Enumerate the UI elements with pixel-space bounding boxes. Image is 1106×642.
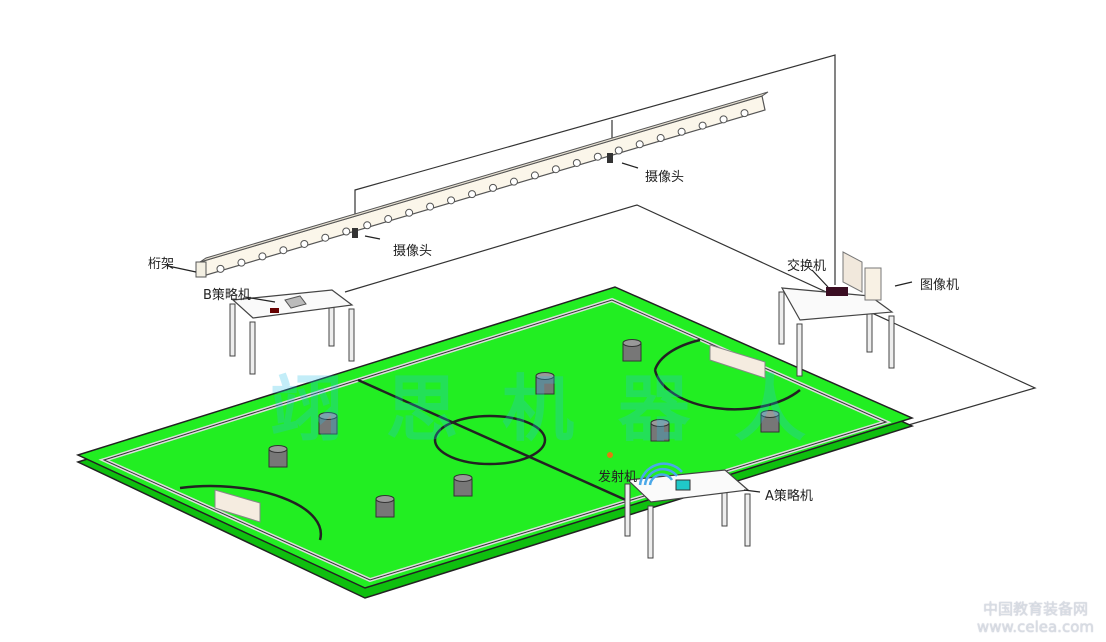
truss-light (509, 177, 518, 186)
halfway-line (357, 378, 629, 503)
laptop-a (675, 479, 691, 491)
truss-light (551, 165, 560, 174)
label-switch: 交换机 (787, 259, 827, 274)
truss-light (279, 246, 288, 255)
truss-light (405, 208, 414, 217)
left-goal-area (179, 484, 323, 541)
robot (650, 419, 670, 442)
truss-light (258, 252, 267, 261)
label-transmitter: 发射机 (598, 470, 638, 485)
truss-light (216, 264, 225, 273)
device-b (270, 308, 279, 313)
ball (607, 452, 613, 458)
truss-light (530, 171, 539, 180)
truss-light (698, 121, 707, 130)
monitor (842, 251, 863, 293)
truss-light (656, 134, 665, 143)
truss-beam (195, 91, 769, 278)
right-goal-area (653, 338, 801, 411)
label-arrows (167, 162, 913, 493)
label-image-pc: 图像机 (920, 278, 960, 293)
camera-2 (607, 153, 613, 163)
truss-light (593, 152, 602, 161)
robot (760, 410, 780, 433)
image-pc-tower (864, 267, 882, 301)
soccer-field (75, 286, 915, 599)
robot (375, 495, 395, 518)
robot (622, 339, 642, 362)
center-circle (433, 414, 547, 466)
site-watermark: 中国教育装备网 www.celea.com (976, 600, 1094, 636)
truss-light (635, 140, 644, 149)
label-camera-1: 摄像头 (393, 244, 433, 259)
wireless-icon (638, 462, 683, 486)
label-camera-2: 摄像头 (645, 170, 685, 185)
truss-light (572, 158, 581, 167)
robot (268, 445, 288, 468)
truss-light (614, 146, 623, 155)
robot (318, 412, 338, 435)
left-goal (214, 489, 261, 523)
truss-light (342, 227, 351, 236)
truss-light (237, 258, 246, 267)
truss-light (426, 202, 435, 211)
center-watermark: 翊思机器人 (270, 367, 851, 451)
truss-light (300, 239, 309, 248)
label-strategy-a: A策略机 (765, 489, 813, 504)
truss-light (488, 183, 497, 192)
switch-device (826, 287, 848, 296)
robot (535, 372, 555, 395)
robot (453, 474, 473, 497)
truss-light (384, 215, 393, 224)
truss-light (740, 109, 749, 118)
label-strategy-b: B策略机 (203, 288, 251, 303)
truss-light (719, 115, 728, 124)
truss-light (677, 127, 686, 136)
truss-light (363, 221, 372, 230)
truss-light (321, 233, 330, 242)
label-truss: 桁架 (148, 257, 175, 272)
laptop-b (284, 295, 307, 309)
right-goal (709, 344, 766, 379)
camera-1 (352, 228, 358, 238)
truss-light (468, 190, 477, 199)
truss-light (447, 196, 456, 205)
